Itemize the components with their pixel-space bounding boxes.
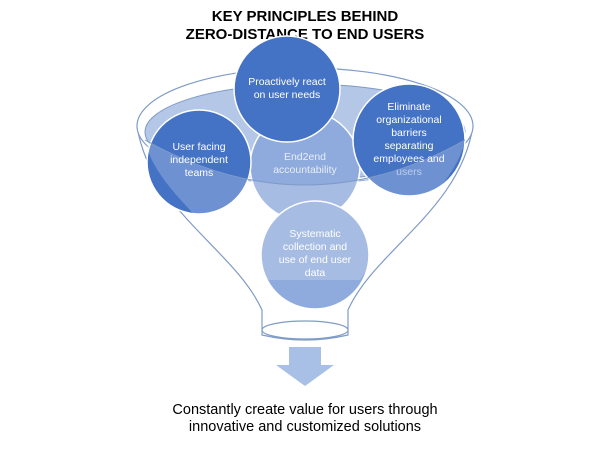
down-arrow-icon xyxy=(276,347,334,386)
funnel-body xyxy=(136,125,474,341)
principle-systematic: Systematic collection and use of end use… xyxy=(278,228,352,279)
circle-user-facing xyxy=(146,109,252,215)
principle-proactive: Proactively react on user needs xyxy=(248,76,326,101)
principle-eliminate: Eliminate organizational barriers separa… xyxy=(373,101,445,178)
circle-proactive xyxy=(233,35,341,143)
principle-end2end: End2end accountability xyxy=(273,151,337,176)
funnel-front-overlay xyxy=(145,140,465,280)
title-line-1: KEY PRINCIPLES BEHIND xyxy=(211,8,399,25)
funnel-front-rim xyxy=(144,139,466,186)
funnel-bottom-rim xyxy=(261,320,349,340)
principle-user-facing: User facing independent teams xyxy=(170,140,228,179)
outcome-statement: Constantly create value for users throug… xyxy=(0,402,610,436)
outcome-line-1: Constantly create value for users throug… xyxy=(172,402,438,418)
diagram-title: KEY PRINCIPLES BEHIND ZERO-DISTANCE TO E… xyxy=(0,8,610,44)
outcome-line-2: innovative and customized solutions xyxy=(188,419,422,435)
title-line-2: ZERO-DISTANCE TO END USERS xyxy=(185,26,425,43)
circle-systematic xyxy=(260,200,370,310)
